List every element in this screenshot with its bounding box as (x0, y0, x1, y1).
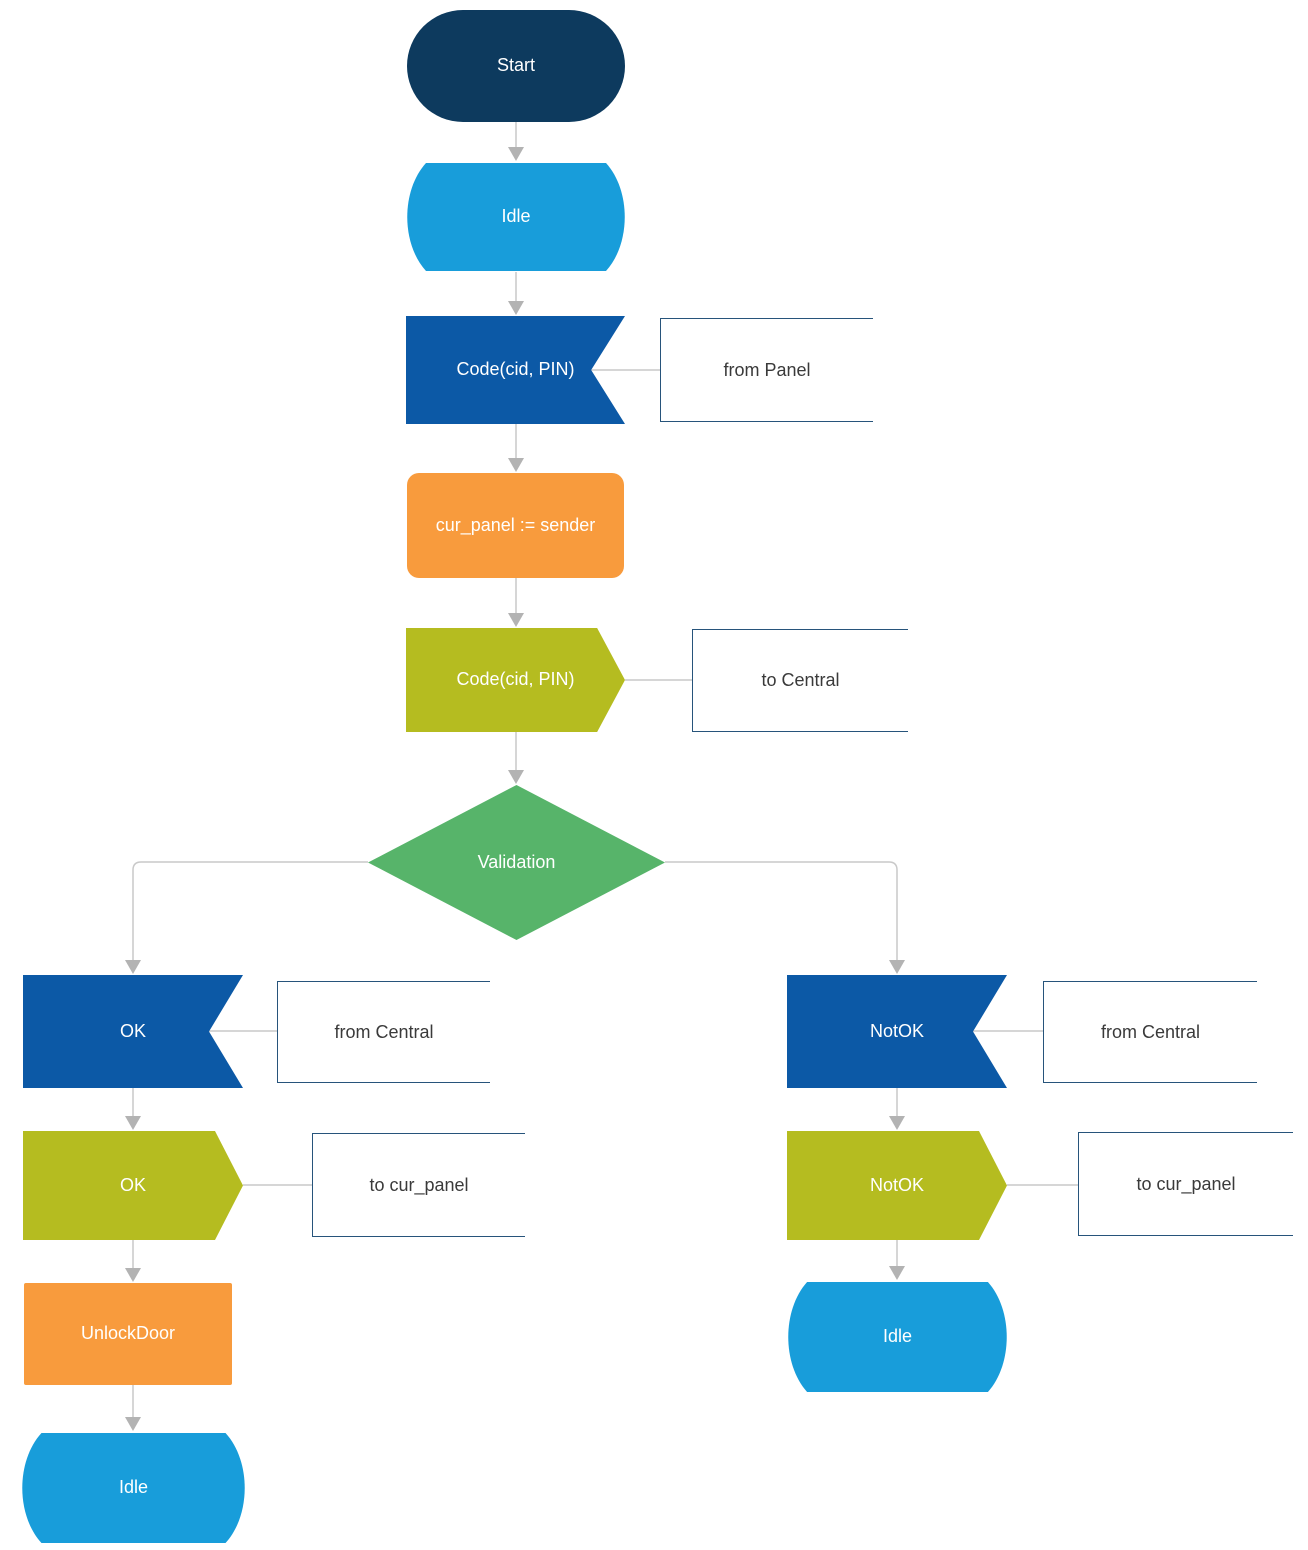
output-signal-label: OK (119, 1174, 146, 1195)
arrowhead-start-to-idle (508, 147, 524, 161)
arrowhead-notok-input-to-notok-output (889, 1116, 905, 1130)
output-signal-node-notok: NotOK (787, 1131, 1007, 1240)
comment-text: from Panel (723, 359, 811, 380)
arrowhead-unlockdoor-to-idle (125, 1417, 141, 1431)
arrowhead-ok-output-to-unlockdoor (125, 1268, 141, 1282)
state-node-idle-right: Idle (787, 1281, 1008, 1393)
comment-text: to Central (761, 670, 840, 690)
comment-text: to cur_panel (369, 1174, 469, 1195)
comment-text: from Central (334, 1021, 434, 1042)
output-signal-label: Code(cid, PIN) (456, 669, 575, 690)
output-signal-shape (787, 1131, 1007, 1240)
state-label: Idle (501, 206, 531, 227)
input-signal-label: NotOK (869, 1020, 925, 1041)
state-label: Idle (882, 1326, 913, 1347)
output-signal-shape (406, 628, 625, 732)
comment-to-cur-panel-left: to cur_panel (312, 1133, 525, 1237)
comment-from-central-right: from Central (1043, 981, 1257, 1083)
input-signal-node-ok: OK (23, 975, 243, 1088)
arrowhead-notok-output-to-idle (889, 1266, 905, 1280)
start-node: Start (407, 10, 625, 122)
comment-from-central-left: from Central (277, 981, 490, 1083)
task-node-cur-panel: cur_panel := sender (407, 473, 624, 578)
state-node-idle-top: Idle (406, 162, 626, 272)
input-signal-label: OK (119, 1020, 146, 1041)
task-label: UnlockDoor (80, 1323, 176, 1344)
input-signal-shape (406, 316, 625, 424)
input-signal-node-code: Code(cid, PIN) (406, 316, 625, 424)
arrowhead-ok-input-to-ok-output (125, 1116, 141, 1130)
arrowhead-code-input-to-cur-panel (508, 458, 524, 472)
output-signal-shape (23, 1131, 243, 1240)
input-signal-node-notok: NotOK (787, 975, 1007, 1088)
state-node-idle-left: Idle (21, 1432, 246, 1544)
arrowhead-validation-to-notok (889, 960, 905, 974)
arrowhead-validation-to-ok (125, 960, 141, 974)
decision-node-validation: Validation (368, 785, 665, 940)
comment-from-panel: from Panel (660, 318, 873, 422)
connector-validation-to-notok (665, 861, 898, 960)
output-signal-label: NotOK (869, 1174, 925, 1195)
comment-text: to cur_panel (1136, 1173, 1236, 1194)
arrowhead-code-output-to-validation (508, 770, 524, 784)
state-label: Idle (118, 1477, 149, 1498)
decision-label: Validation (477, 851, 556, 872)
comment-text: from Central (1100, 1021, 1201, 1042)
arrowhead-cur-panel-to-code-output (508, 613, 524, 627)
comment-to-central: to Central (692, 629, 908, 732)
decision-shape (368, 785, 665, 940)
input-signal-shape (23, 975, 243, 1088)
state-shape (788, 1282, 1007, 1392)
input-signal-shape (787, 975, 1007, 1088)
output-signal-node-ok: OK (23, 1131, 243, 1240)
task-node-unlock-door: UnlockDoor (24, 1283, 232, 1385)
arrowhead-idle-to-code-input (508, 301, 524, 315)
task-label: cur_panel := sender (435, 514, 596, 535)
comment-to-cur-panel-right: to cur_panel (1078, 1132, 1293, 1236)
start-label: Start (496, 55, 535, 76)
output-signal-node-code: Code(cid, PIN) (406, 628, 625, 732)
connector-validation-to-ok (132, 861, 368, 960)
state-shape (22, 1433, 245, 1543)
state-shape (407, 162, 625, 272)
input-signal-label: Code(cid, PIN) (456, 359, 575, 380)
